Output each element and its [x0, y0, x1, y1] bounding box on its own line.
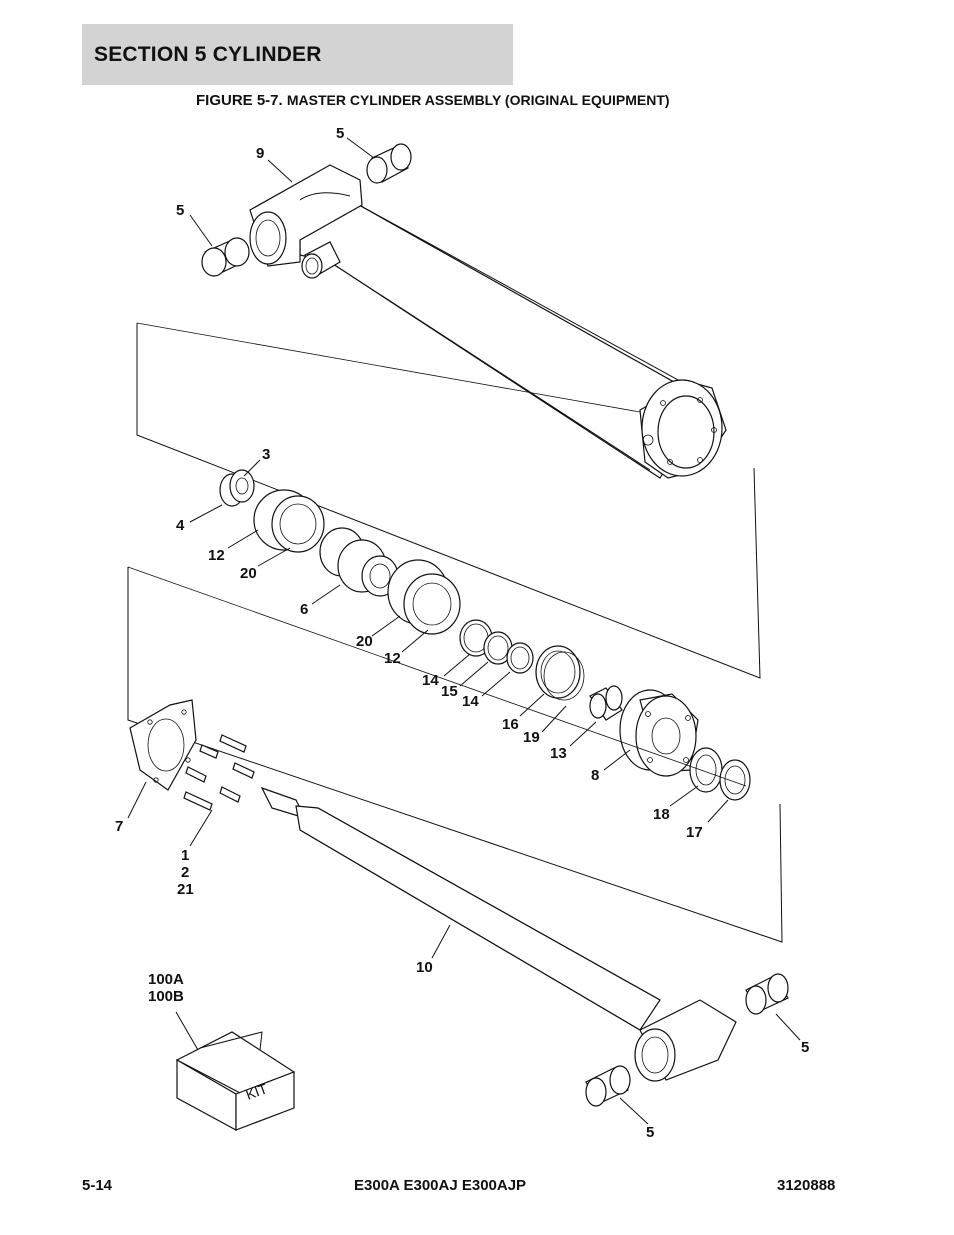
callout-4: 4: [176, 517, 185, 534]
wiper-17: [719, 759, 751, 801]
section-title: SECTION 5 CYLINDER: [94, 42, 322, 66]
kit-box: KIT: [175, 1031, 296, 1132]
callout-18: 18: [653, 806, 670, 823]
lock-nut: [219, 469, 255, 507]
kit-label: KIT: [244, 1080, 270, 1103]
callout-15: 15: [441, 683, 458, 700]
rings-14-15: [459, 619, 534, 674]
reference-plane-lower: [127, 567, 783, 943]
callout-1: 1: [181, 847, 189, 864]
document-number: 3120888: [777, 1177, 836, 1194]
callout-14-b: 14: [462, 693, 479, 710]
callout-5-left: 5: [176, 202, 184, 219]
rod-head-8: [619, 689, 699, 777]
piston-rod: [260, 786, 737, 1082]
figure-number: FIGURE 5-7.: [196, 92, 283, 109]
callout-12-b: 12: [384, 650, 401, 667]
bushing-bottom: [585, 1065, 631, 1107]
callout-9: 9: [256, 145, 264, 162]
callout-12-a: 12: [208, 547, 225, 564]
callout-5-right: 5: [801, 1039, 809, 1056]
callout-100b: 100B: [148, 988, 184, 1005]
callout-7: 7: [115, 818, 123, 835]
spacer-13: [589, 685, 623, 721]
figure-caption: FIGURE 5-7. MASTER CYLINDER ASSEMBLY (OR…: [196, 92, 670, 109]
callout-3: 3: [262, 446, 270, 463]
callout-10: 10: [416, 959, 433, 976]
seal-18: [689, 747, 723, 793]
callout-2: 2: [181, 864, 189, 881]
callout-16: 16: [502, 716, 519, 733]
bushing-right: [745, 973, 789, 1015]
callout-13: 13: [550, 745, 567, 762]
flange-plate: [129, 699, 197, 791]
callout-20-b: 20: [356, 633, 373, 650]
piston: [319, 527, 399, 597]
callout-100a: 100A: [148, 971, 184, 988]
callout-6: 6: [300, 601, 308, 618]
leader-lines: [127, 137, 801, 1125]
callout-14-a: 14: [422, 672, 439, 689]
callout-5-bottom: 5: [646, 1124, 654, 1141]
figure-title: MASTER CYLINDER ASSEMBLY (ORIGINAL EQUIP…: [286, 92, 670, 108]
bushing-top: [366, 143, 412, 184]
callout-8: 8: [591, 767, 599, 784]
seal-16-19: [535, 645, 585, 701]
callout-17: 17: [686, 824, 703, 841]
bushing-left: [201, 237, 250, 277]
model-list: E300A E300AJ E300AJP: [354, 1177, 527, 1194]
callout-21: 21: [177, 881, 194, 898]
callout-5-top: 5: [336, 125, 344, 142]
reference-plane-upper: [136, 323, 761, 679]
capscrews: [183, 734, 255, 811]
wear-ring-left: [253, 489, 325, 553]
cylinder-barrel: [249, 164, 727, 479]
callouts: 9 5 5 3 4 12 20 6 20 12 14 15 14 16 19 1…: [115, 125, 809, 1141]
section-header: SECTION 5 CYLINDER: [82, 24, 513, 85]
callout-20-a: 20: [240, 565, 257, 582]
page-number: 5-14: [82, 1177, 113, 1194]
wear-ring-right: [387, 559, 461, 635]
callout-19: 19: [523, 729, 540, 746]
